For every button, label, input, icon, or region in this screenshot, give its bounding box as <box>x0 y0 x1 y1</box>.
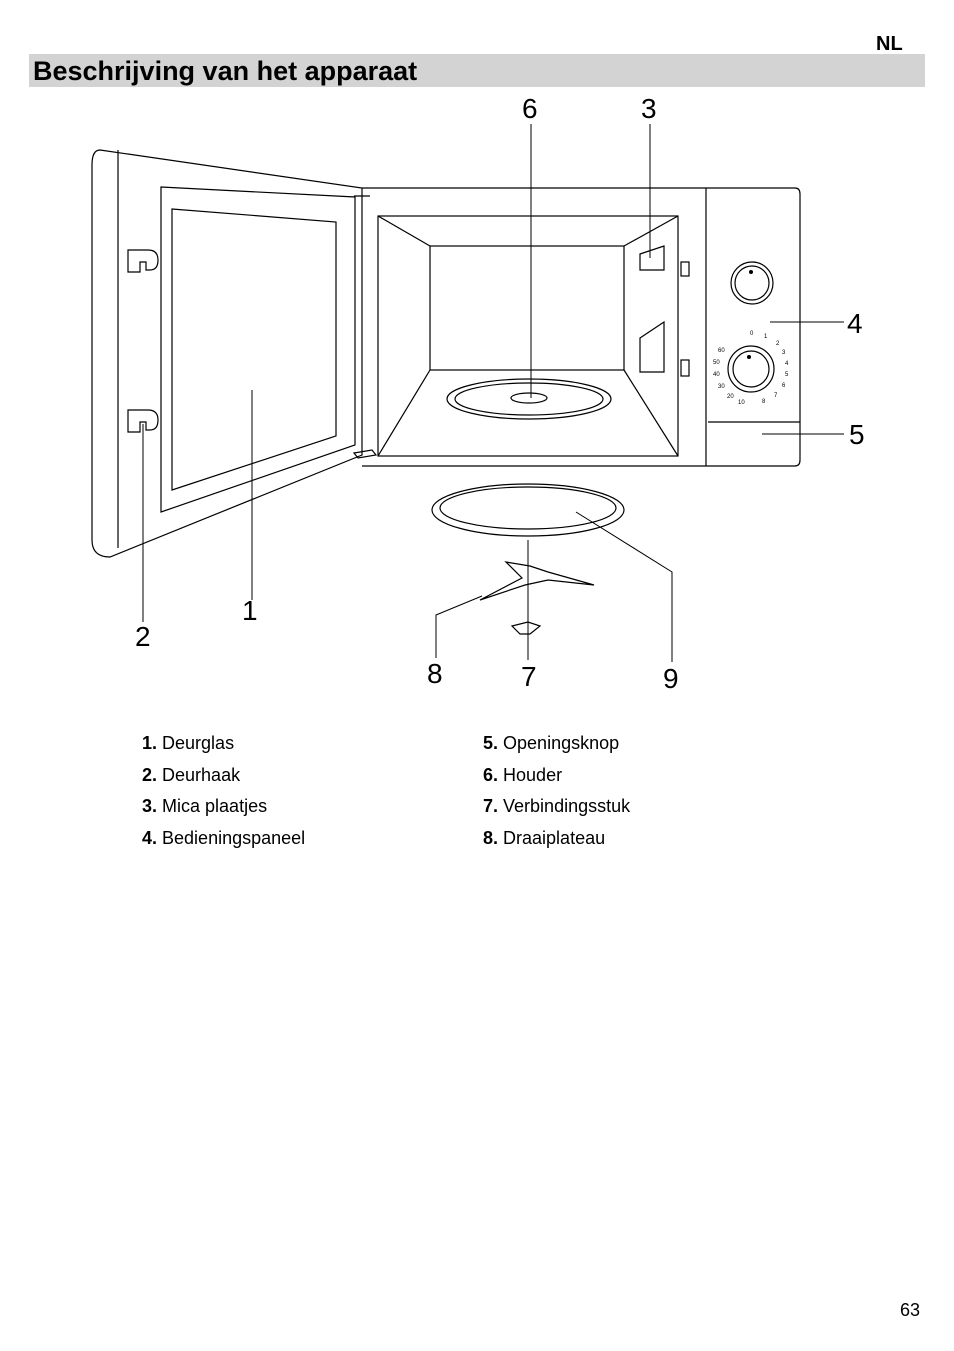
glass-turntable <box>431 483 625 537</box>
door-hooks <box>127 249 159 433</box>
callout-number: 7 <box>521 661 537 692</box>
callout-number: 6 <box>522 93 538 124</box>
door <box>91 149 378 558</box>
legend-left-column: 1. Deurglas 2. Deurhaak 3. Mica plaatjes… <box>142 728 305 855</box>
legend-number: 5. <box>483 733 499 753</box>
legend-label: Deurhaak <box>162 764 241 785</box>
legend-item: 8. Draaiplateau <box>483 823 630 855</box>
roller-support <box>479 561 595 601</box>
legend-right-column: 5. Openingsknop 6. Houder 7. Verbindings… <box>483 728 630 855</box>
legend-label: Houder <box>503 764 563 785</box>
legend-number: 1. <box>142 733 158 753</box>
legend-label: Draaiplateau <box>503 828 606 849</box>
timer-dial-numbers: 0 1 2 3 4 5 6 7 8 10 20 30 40 50 60 <box>713 331 789 406</box>
legend-number: 3. <box>142 796 158 817</box>
legend-number: 4. <box>142 828 158 849</box>
legend-label: Deurglas <box>162 733 235 753</box>
leader-lines <box>142 124 844 662</box>
callout-number: 3 <box>641 93 657 124</box>
dial-number: 0 <box>750 331 754 337</box>
legend-label: Verbindingsstuk <box>503 796 631 817</box>
dial-number: 30 <box>718 384 725 390</box>
callout-number: 2 <box>135 621 151 652</box>
callout-number: 8 <box>427 658 443 689</box>
page-number: 63 <box>900 1300 921 1320</box>
legend-item: 6. Houder <box>483 760 630 792</box>
dial-number: 20 <box>727 394 734 400</box>
dial-number: 3 <box>782 350 786 356</box>
legend-number: 2. <box>142 764 158 785</box>
callout-number: 5 <box>849 419 865 450</box>
legend-item: 2. Deurhaak <box>142 760 305 792</box>
legend-item: 3. Mica plaatjes <box>142 791 305 823</box>
cabinet <box>362 187 801 467</box>
legend-item: 4. Bedieningspaneel <box>142 823 305 855</box>
dial-number: 5 <box>785 372 789 378</box>
dial-number: 10 <box>738 400 745 406</box>
coupler <box>510 621 542 635</box>
legend-item: 7. Verbindingsstuk <box>483 791 630 823</box>
dial-number: 50 <box>713 360 720 366</box>
legend-label: Mica plaatjes <box>162 796 268 817</box>
dial-number: 4 <box>785 361 789 367</box>
dial-number: 7 <box>774 393 778 399</box>
callout-number: 4 <box>847 308 863 339</box>
legend-item: 1. Deurglas <box>142 728 305 760</box>
legend-number: 7. <box>483 796 499 817</box>
legend-number: 8. <box>483 828 499 849</box>
microwave-diagram: 0 1 2 3 4 5 6 7 8 10 20 30 40 50 60 1 2 … <box>91 93 865 694</box>
callout-number: 9 <box>663 663 679 694</box>
legend-label: Openingsknop <box>503 733 620 753</box>
dial-number: 40 <box>713 372 720 378</box>
control-panel <box>708 261 800 423</box>
dial-number: 1 <box>764 334 768 340</box>
legend-number: 6. <box>483 764 499 785</box>
language-label: NL <box>876 33 903 55</box>
dial-number: 6 <box>782 383 786 389</box>
dial-number: 8 <box>762 399 766 405</box>
legend-label: Bedieningspaneel <box>162 828 306 849</box>
page-title: Beschrijving van het apparaat <box>33 56 418 86</box>
callout-number: 1 <box>242 595 258 626</box>
legend-item: 5. Openingsknop <box>483 728 630 760</box>
dial-number: 2 <box>776 341 780 347</box>
section-header-bar: Beschrijving van het apparaat <box>29 54 925 87</box>
dial-number: 60 <box>718 348 725 354</box>
